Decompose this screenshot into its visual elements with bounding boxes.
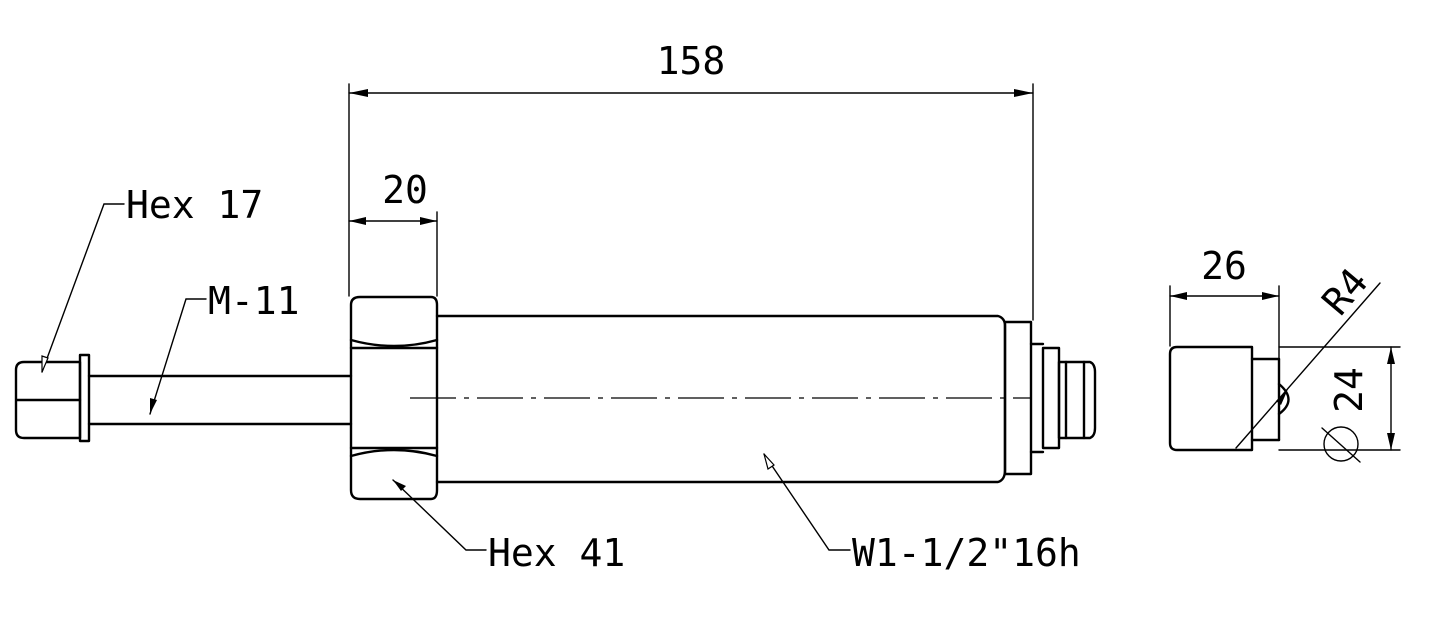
dimension-tip-length: 26: [1169, 244, 1280, 359]
callout-hex-17: Hex 17: [41, 183, 263, 373]
small-hex-head: [14, 353, 91, 443]
label-hex-17: Hex 17: [126, 183, 263, 227]
dimension-hex-width: 20: [348, 168, 438, 297]
tip-detail: [1168, 345, 1290, 452]
callout-m-11: M-11: [149, 279, 300, 415]
dimension-24-label: 24: [1327, 367, 1371, 413]
dimension-overall-length: 158: [348, 39, 1034, 321]
dimension-tip-diameter: 24: [1278, 346, 1401, 463]
threaded-body: [435, 314, 1061, 484]
callout-body-thread: W1-1/2"16h: [763, 453, 1081, 575]
label-m-11: M-11: [208, 279, 300, 323]
label-body-thread: W1-1/2"16h: [852, 531, 1081, 575]
rod: [87, 374, 353, 426]
dimension-26-label: 26: [1201, 244, 1247, 288]
dimension-20-label: 20: [382, 168, 428, 212]
callout-hex-41: Hex 41: [392, 479, 625, 575]
large-hex-nut: [349, 295, 439, 501]
dimension-tip-radius: R4: [1235, 260, 1381, 449]
dimension-r4-label: R4: [1313, 260, 1376, 323]
diameter-symbol-icon: [1323, 426, 1359, 462]
plunger-tip: [1057, 360, 1097, 440]
label-hex-41: Hex 41: [488, 531, 625, 575]
dimension-158-label: 158: [657, 39, 726, 83]
